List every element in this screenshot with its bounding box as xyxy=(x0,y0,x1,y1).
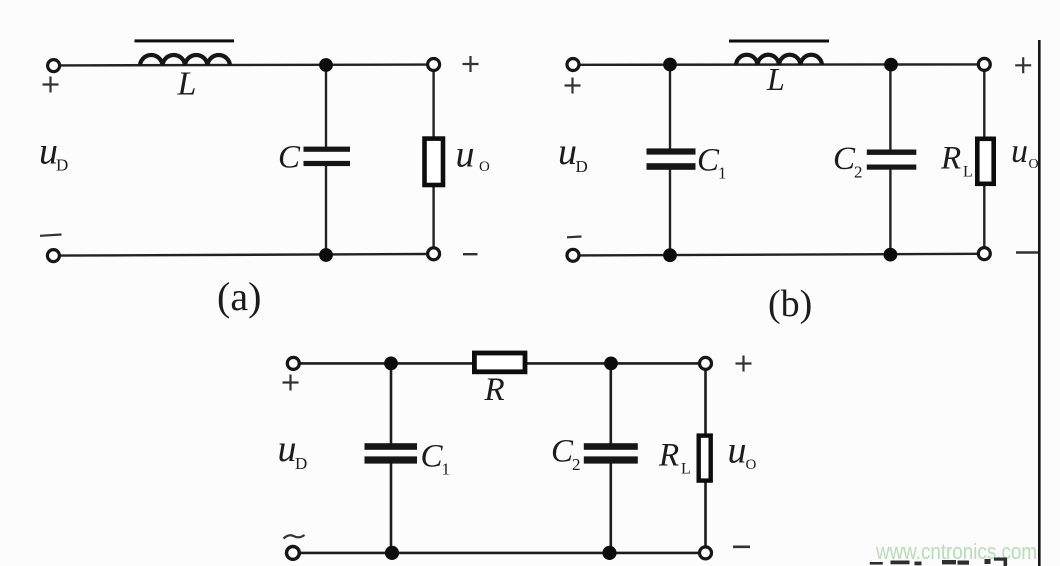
svg-text:u: u xyxy=(39,131,58,173)
svg-text:R: R xyxy=(484,372,505,408)
svg-text:(b): (b) xyxy=(768,283,812,325)
svg-text:u: u xyxy=(558,131,577,173)
svg-text:u: u xyxy=(1011,133,1028,170)
svg-text:R: R xyxy=(940,141,961,177)
svg-text:2: 2 xyxy=(854,163,863,182)
svg-text:L: L xyxy=(766,61,785,97)
svg-text:R: R xyxy=(658,438,679,474)
svg-text:u: u xyxy=(278,428,297,470)
svg-text:u: u xyxy=(728,430,747,472)
svg-text:O: O xyxy=(746,457,757,473)
svg-text:1: 1 xyxy=(442,460,451,479)
svg-text:C: C xyxy=(421,439,444,475)
svg-text:C: C xyxy=(697,143,720,179)
svg-text:www.cntronics.com: www.cntronics.com xyxy=(875,539,1037,564)
svg-text:u: u xyxy=(456,134,475,176)
svg-text:(a): (a) xyxy=(217,274,261,319)
svg-text:O: O xyxy=(479,159,490,175)
svg-text:C: C xyxy=(833,141,856,177)
svg-text:D: D xyxy=(576,157,588,176)
svg-text:L: L xyxy=(681,461,691,478)
svg-text:C: C xyxy=(278,140,301,176)
svg-text:2: 2 xyxy=(572,455,581,474)
svg-text:O: O xyxy=(1029,157,1039,172)
svg-text:C: C xyxy=(551,434,574,470)
svg-text:L: L xyxy=(963,164,973,181)
svg-text:D: D xyxy=(295,454,307,473)
svg-text:D: D xyxy=(56,156,68,175)
svg-text:L: L xyxy=(177,66,197,103)
svg-text:1: 1 xyxy=(718,164,727,183)
